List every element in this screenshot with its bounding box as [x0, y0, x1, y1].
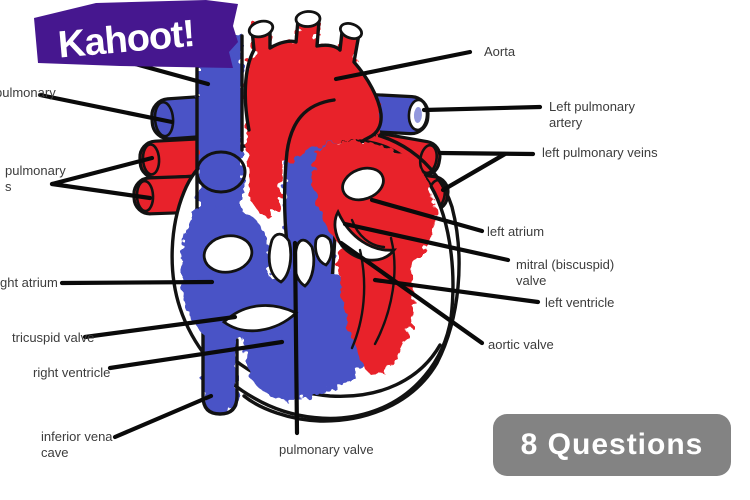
label-pulmonary-veins-right-cutoff-line — [49, 155, 155, 187]
aorta-arch-fill — [245, 14, 382, 162]
aorta-branch-cap-1 — [247, 19, 275, 39]
label-right-atrium-cutoff: ght atrium — [0, 275, 58, 290]
label-pulmonary-veins-right-cutoff-line — [49, 181, 153, 201]
label-left-atrium: left atrium — [487, 224, 544, 239]
left-ventricle-chord-2 — [350, 248, 366, 350]
label-left-pulmonary-veins-line — [437, 150, 536, 157]
label-pulmonary-valve: pulmonary valve — [279, 442, 374, 457]
aorta-branch-cap-3 — [338, 22, 364, 40]
label-aorta-line — [333, 49, 473, 82]
label-left-pulmonary-veins: left pulmonary veins — [542, 145, 658, 160]
label-left-ventricle: left ventricle — [545, 295, 614, 310]
label-left-ventricle-line — [372, 277, 541, 305]
label-inferior-vena-cave-line — [112, 393, 214, 440]
pulmonary-valve-leaflet-1 — [267, 232, 293, 284]
question-count-badge: 8 Questions — [493, 414, 731, 476]
aortic-valve-leaflet — [314, 234, 334, 267]
inferior-vena-cava-outline — [201, 328, 239, 416]
label-right-ventricle: right ventricle — [33, 365, 110, 380]
label-right-ventricle-line — [107, 339, 285, 371]
label-left-pulmonary-artery-line — [421, 104, 543, 113]
kahoot-logo-banner: Kahoot! — [34, 0, 238, 68]
label-left-atrium-line — [369, 197, 485, 234]
right-atrium-opening — [202, 234, 254, 274]
label-aortic-valve-line — [338, 240, 485, 346]
label-aorta: Aorta — [484, 44, 516, 59]
aorta-branch-cap-2 — [294, 10, 322, 28]
question-count-text: 8 Questions — [520, 428, 704, 461]
label-tricuspid-valve: tricuspid valve — [12, 330, 94, 345]
label-pulmonary-artery-right-cutoff-line — [37, 92, 175, 125]
atrial-appendage-circle — [195, 150, 247, 194]
label-tricuspid-valve-line — [82, 314, 238, 340]
label-left-pulmonary-veins-line — [440, 151, 508, 193]
leader-lines — [37, 49, 543, 440]
kahoot-banner-shape — [34, 0, 238, 68]
left-atrium-opening — [341, 166, 385, 202]
heart-outer-wall — [242, 128, 461, 423]
label-pulmonary-artery-right-cutoff: pulmonary — [0, 85, 56, 100]
label-aortic-valve: aortic valve — [488, 337, 554, 352]
pulmonary-trunk-outline-left — [282, 98, 336, 264]
pulmonary-valve-leaflet-2 — [293, 238, 316, 288]
label-right-atrium-cutoff-line — [59, 279, 215, 286]
label-mitral-biscuspid-valve: mitral (biscuspid)valve — [516, 257, 614, 288]
left-ventricle-chord-1 — [373, 236, 396, 346]
label-mitral-biscuspid-valve-line — [342, 221, 511, 263]
label-pulmonary-valve-line — [292, 240, 300, 436]
